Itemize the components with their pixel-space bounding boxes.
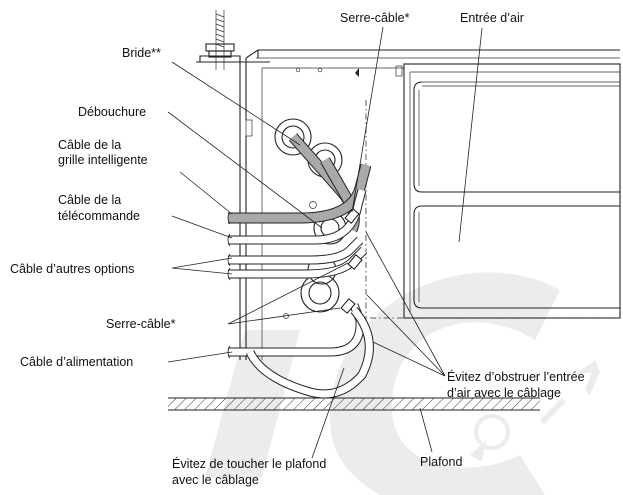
label-evitez-obstruer-line2: d’air avec le câblage xyxy=(447,386,561,400)
watermark-stroke-c xyxy=(330,272,560,495)
label-evitez-toucher-line1: Évitez de toucher le plafond xyxy=(172,456,326,471)
ceiling xyxy=(168,397,540,411)
air-intake-frame xyxy=(365,63,621,340)
watermark-letter-n xyxy=(575,360,600,395)
watermark-letter-t xyxy=(470,440,486,462)
cables xyxy=(227,163,374,399)
cable-ties xyxy=(340,208,363,314)
unit-body xyxy=(239,49,620,360)
label-evitez-obstruer-line1: Évitez d’obstruer l’entrée xyxy=(447,369,585,384)
label-plafond: Plafond xyxy=(420,455,462,469)
label-cable-grille-line2: grille intelligente xyxy=(58,153,148,167)
watermark-letter-o xyxy=(474,414,510,450)
labels: Bride** Serre-câble* Entrée d’air Débouc… xyxy=(10,11,585,487)
label-cable-autres-options: Câble d’autres options xyxy=(10,262,134,276)
cable-tie-middle xyxy=(347,254,363,270)
label-serre-cable-top: Serre-câble* xyxy=(340,11,410,25)
label-bride: Bride** xyxy=(122,46,161,60)
cable-tie-bottom xyxy=(340,298,356,314)
hanger-rod xyxy=(196,10,270,70)
leader-lines xyxy=(167,26,483,459)
label-cable-grille-line1: Câble de la xyxy=(58,138,121,152)
label-cable-telecommande-line1: Câble de la xyxy=(58,193,121,207)
label-debouchure: Débouchure xyxy=(78,105,146,119)
label-entree-air: Entrée d’air xyxy=(460,11,524,25)
label-serre-cable-mid: Serre-câble* xyxy=(106,317,176,331)
watermark-letter-i xyxy=(540,398,566,424)
label-cable-alimentation: Câble d’alimentation xyxy=(20,355,133,369)
cable-tie-top xyxy=(344,208,360,224)
label-evitez-toucher-line2: avec le câblage xyxy=(172,473,259,487)
label-cable-telecommande-line2: télécommande xyxy=(58,209,140,223)
